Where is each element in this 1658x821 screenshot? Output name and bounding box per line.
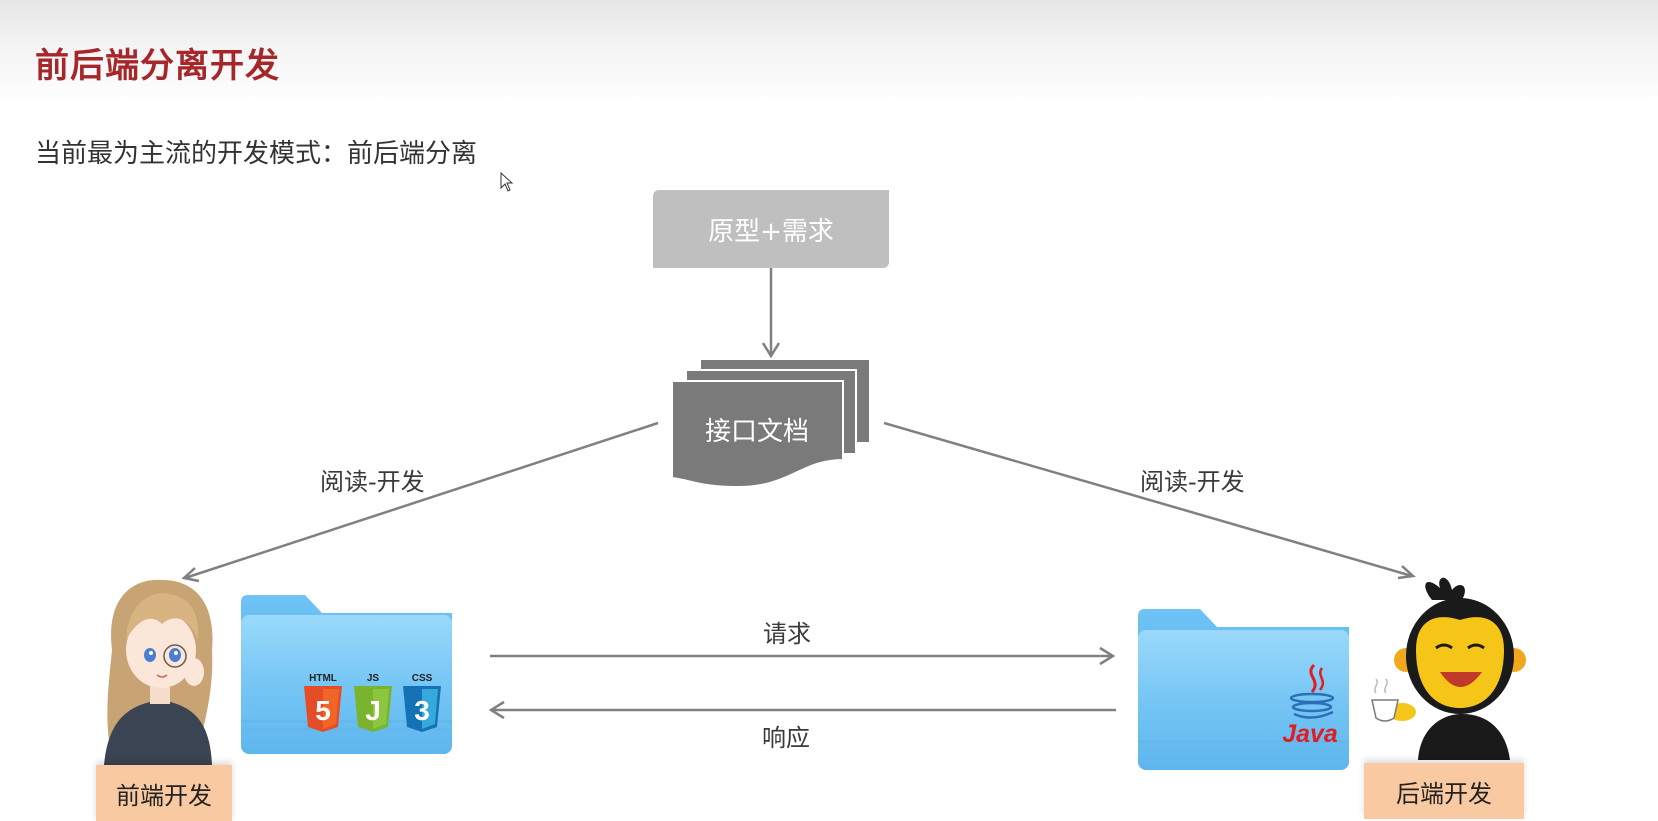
api-doc-stack [671,358,871,489]
css3-label: CSS [412,673,433,684]
request-label: 请求 [763,620,811,648]
page-subtitle: 当前最为主流的开发模式：前后端分离 [35,139,478,169]
css3-icon: CSS 3 [403,673,441,732]
page-title: 前后端分离开发 [35,46,280,86]
girl-avatar-icon [104,579,213,765]
css3-mark: 3 [414,695,430,726]
js-mark: J [365,695,381,726]
arrow-doc-to-backend [883,421,1416,580]
response-label: 响应 [762,724,810,752]
monkey-avatar-icon [1371,577,1526,760]
java-text: Java [1282,720,1338,748]
js-icon: JS J [354,673,392,732]
header-band [0,0,1658,105]
js-label: JS [367,673,380,684]
html5-icon: HTML 5 [304,673,342,732]
frontend-folder-icon [241,595,452,754]
html5-label: HTML [309,673,337,684]
backend-folder-icon [1138,609,1349,770]
request-arrow [490,646,1116,666]
response-arrow [488,700,1116,720]
frontend-role-tag: 前端开发 [96,765,232,821]
backend-role-tag: 后端开发 [1364,763,1524,819]
api-doc-node-label: 接口文档 [704,416,809,447]
read-develop-right-label: 阅读-开发 [1140,468,1245,496]
arrow-prototype-to-doc [761,268,781,359]
cursor-arrow-icon [500,172,514,192]
prototype-requirements-node: 原型+需求 [653,190,889,268]
read-develop-left-label: 阅读-开发 [320,468,425,496]
java-icon: Java [1282,663,1338,748]
html5-mark: 5 [315,695,331,726]
arrow-doc-to-frontend [181,421,659,583]
